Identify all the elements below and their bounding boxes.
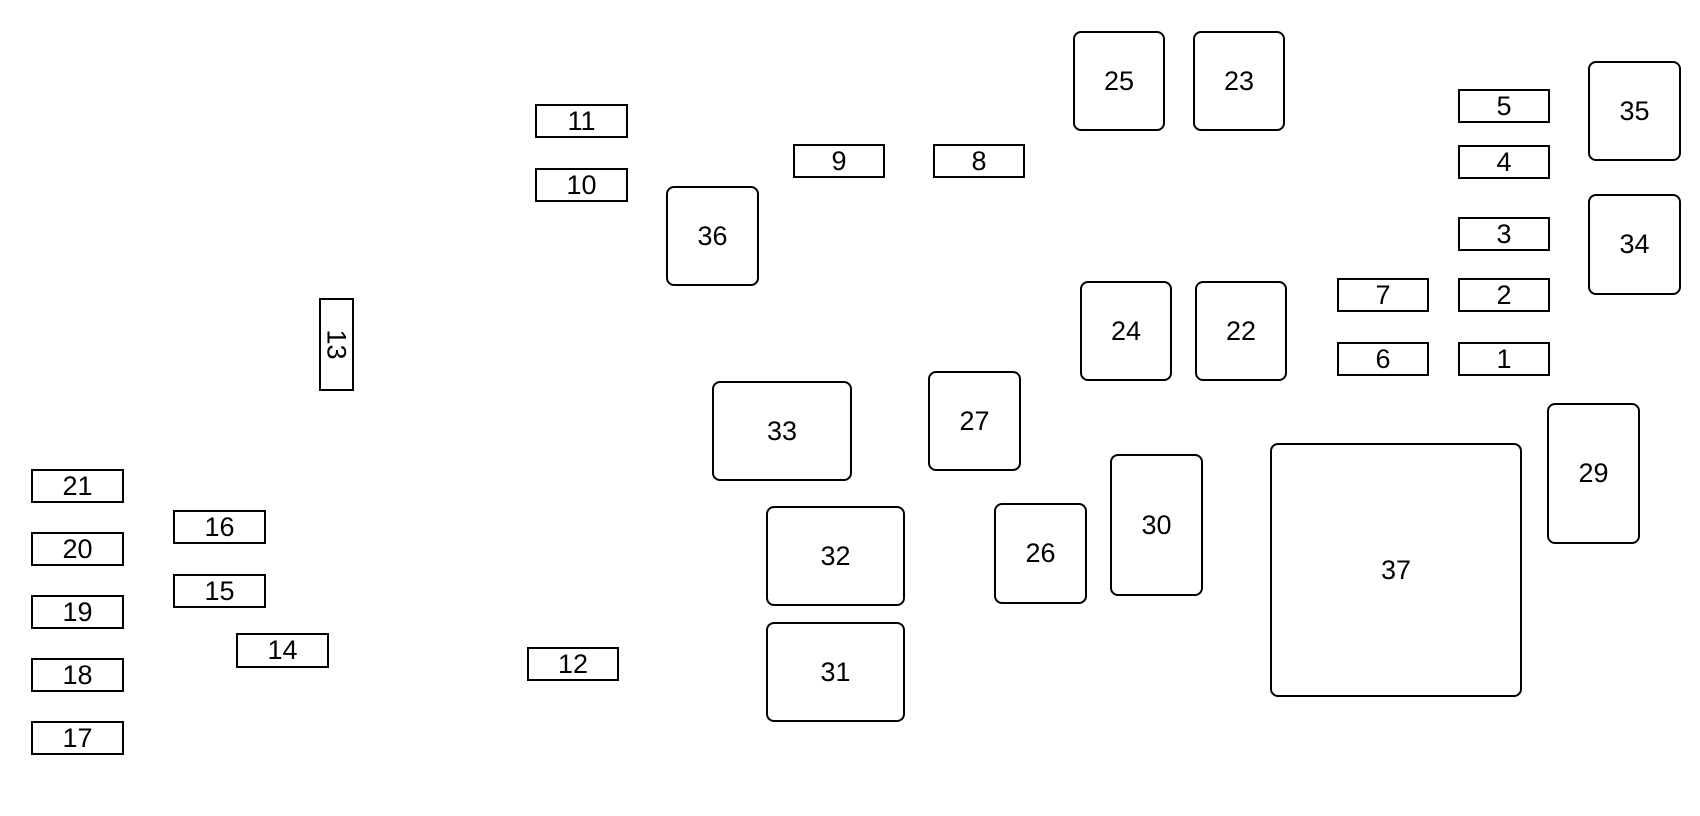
relay-label: 37 (1380, 554, 1412, 585)
fuse-label: 11 (567, 105, 596, 136)
relay-32: 32 (766, 506, 905, 606)
fuse-label: 18 (62, 659, 93, 690)
fuse-label: 20 (62, 533, 93, 564)
fuse-15: 15 (173, 574, 266, 608)
relay-35: 35 (1588, 61, 1681, 161)
fuse-label: 4 (1496, 146, 1512, 177)
fuse-label: 9 (831, 145, 847, 176)
relay-23: 23 (1193, 31, 1285, 131)
fuse-14: 14 (236, 633, 329, 668)
fuse-label: 15 (204, 575, 235, 606)
fuse-13: 13 (319, 298, 354, 391)
relay-36: 36 (666, 186, 759, 286)
relay-label: 22 (1225, 315, 1257, 346)
relay-label: 27 (959, 405, 990, 436)
relay-label: 36 (697, 220, 728, 251)
fuse-6: 6 (1337, 342, 1429, 376)
fuse-label: 19 (62, 596, 93, 627)
relay-33: 33 (712, 381, 852, 481)
fuse-label: 12 (557, 648, 589, 679)
fuse-label: 14 (267, 635, 298, 665)
relay-label: 29 (1578, 458, 1609, 488)
fuse-label: 13 (321, 329, 352, 360)
fuse-label: 1 (1496, 343, 1512, 374)
relay-label: 24 (1110, 315, 1142, 346)
relay-37: 37 (1270, 443, 1522, 697)
fuse-8: 8 (933, 144, 1025, 178)
fuse-label: 17 (62, 722, 93, 753)
relay-26: 26 (994, 503, 1087, 604)
fuse-16: 16 (173, 510, 266, 544)
fuse-18: 18 (31, 658, 124, 692)
fuse-2: 2 (1458, 278, 1550, 312)
fuse-label: 10 (566, 169, 597, 200)
fuse-label: 7 (1375, 279, 1391, 310)
fuse-label: 16 (204, 511, 235, 542)
fuse-12: 12 (527, 647, 619, 681)
relay-29: 29 (1547, 403, 1640, 544)
fuse-9: 9 (793, 144, 885, 178)
fuse-label: 6 (1375, 343, 1391, 374)
relay-30: 30 (1110, 454, 1203, 596)
fuse-label: 8 (971, 145, 987, 176)
fuse-7: 7 (1337, 278, 1429, 312)
relay-label: 33 (766, 415, 798, 446)
fuse-19: 19 (31, 595, 124, 629)
fuse-label: 2 (1496, 279, 1512, 310)
fuse-21: 21 (31, 469, 124, 503)
relay-34: 34 (1588, 194, 1681, 295)
fuse-17: 17 (31, 721, 124, 755)
fuse-10: 10 (535, 168, 628, 202)
fuse-4: 4 (1458, 145, 1550, 179)
relay-label: 26 (1025, 538, 1056, 568)
fuse-11: 11 (535, 104, 628, 138)
relay-label: 30 (1141, 509, 1172, 540)
fuse-20: 20 (31, 532, 124, 566)
relay-24: 24 (1080, 281, 1172, 381)
relay-label: 35 (1619, 95, 1650, 126)
relay-label: 32 (820, 540, 851, 571)
relay-label: 34 (1619, 229, 1650, 259)
fuse-3: 3 (1458, 217, 1550, 251)
fuse-label: 21 (62, 470, 93, 501)
relay-27: 27 (928, 371, 1021, 471)
relay-label: 25 (1103, 65, 1135, 96)
relay-25: 25 (1073, 31, 1165, 131)
fuse-1: 1 (1458, 342, 1550, 376)
relay-label: 31 (820, 656, 851, 687)
fuse-5: 5 (1458, 89, 1550, 123)
relay-22: 22 (1195, 281, 1287, 381)
relay-31: 31 (766, 622, 905, 722)
fuse-label: 3 (1496, 218, 1512, 249)
relay-label: 23 (1223, 65, 1255, 96)
fuse-label: 5 (1496, 90, 1512, 121)
